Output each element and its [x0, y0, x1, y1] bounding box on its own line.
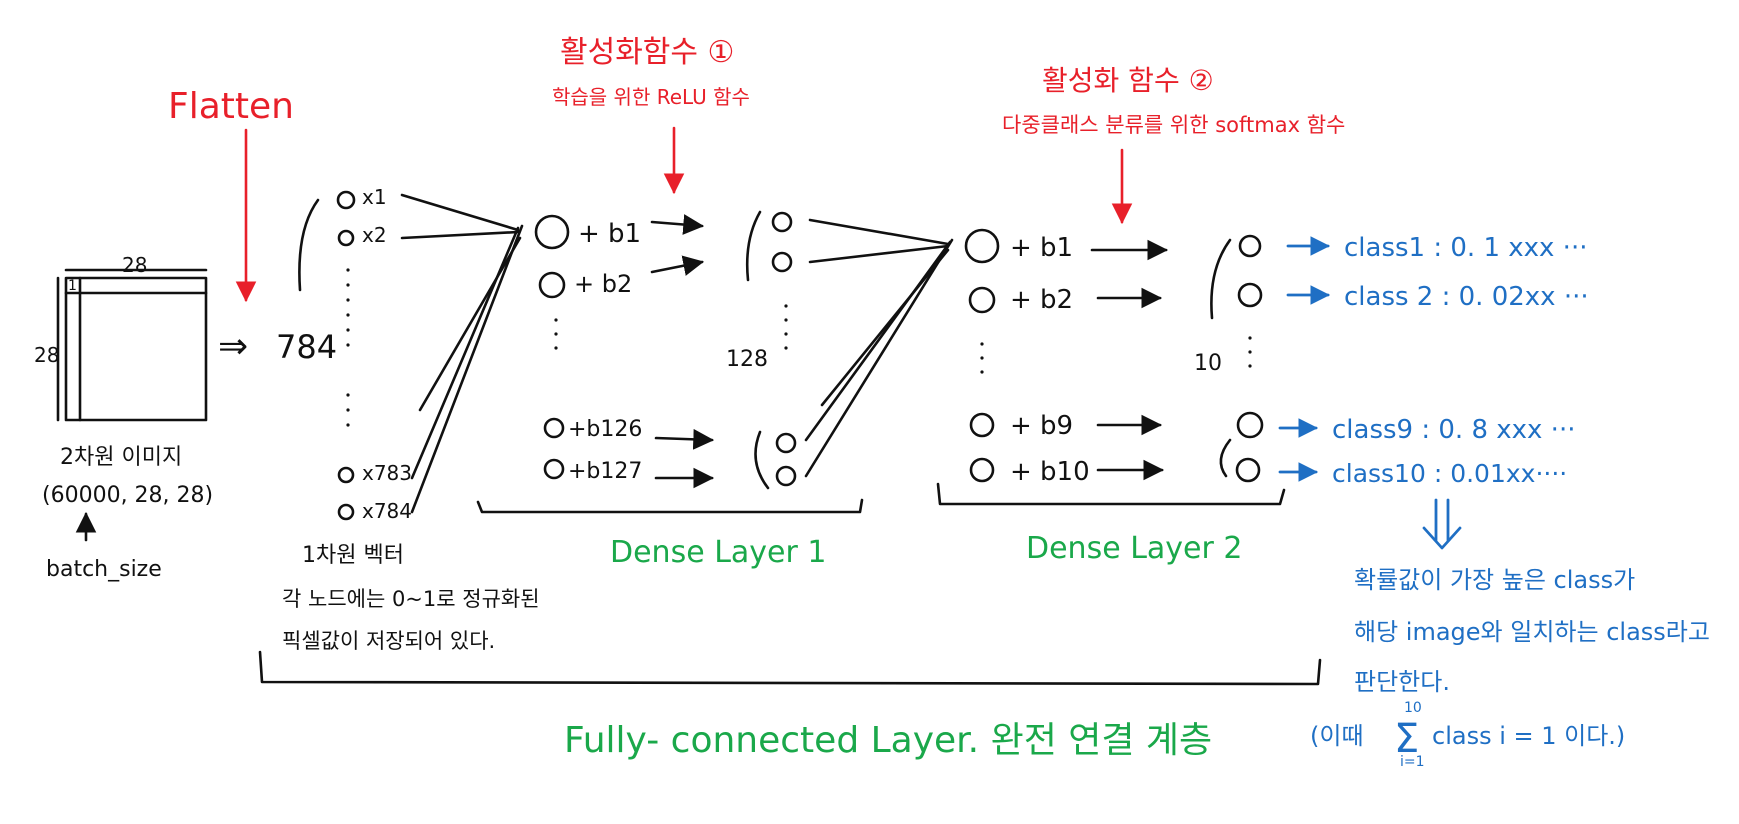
batch-size-label: batch_size [46, 557, 162, 582]
dense1-brace [476, 498, 864, 514]
output-size-label: 10 [1194, 351, 1222, 376]
conclusion-arrow [1422, 498, 1462, 550]
image-width-label: 28 [122, 253, 147, 277]
dense1-term-b126: +b126 [568, 417, 642, 442]
formula-sigma: Σ [1394, 716, 1419, 762]
output-bracket-top [1210, 238, 1232, 320]
conclusion-line3: 판단한다. [1354, 668, 1450, 696]
vector-size-label: 784 [276, 328, 337, 366]
activation2-title: 활성화 함수 ② [1042, 64, 1214, 97]
dense1-term-b127: +b127 [568, 459, 642, 484]
dense2-label: Dense Layer 2 [1026, 531, 1242, 566]
connections-input-to-dense1 [400, 193, 524, 514]
output-class1: class1 : 0. 1 xxx ··· [1344, 233, 1587, 263]
vector-desc-line2: 픽셀값이 저장되어 있다. [282, 629, 495, 653]
vector-caption: 1차원 벡터 [302, 543, 404, 568]
vector-ellipsis [346, 268, 350, 427]
node-x1: x1 [362, 185, 387, 209]
dense2-activation-arrows [1090, 239, 1169, 481]
dense2-term-b9: + b9 [1010, 411, 1073, 441]
node-x784: x784 [362, 499, 412, 523]
fc-brace [258, 650, 1322, 686]
flatten-label: Flatten [168, 86, 294, 127]
image-shape: (60000, 28, 28) [42, 483, 213, 508]
vector-desc-line1: 각 노드에는 0~1로 정규화된 [282, 587, 540, 611]
dense1-label: Dense Layer 1 [610, 535, 826, 570]
image-height-label: 28 [34, 343, 59, 367]
vector-nodes [336, 190, 356, 521]
connections-dense1-to-dense2 [804, 218, 954, 478]
dense1-term-b1: + b1 [578, 219, 641, 249]
conclusion-line1: 확률값이 가장 높은 class가 [1354, 566, 1635, 594]
dense2-brace [936, 482, 1286, 506]
dense2-term-b2: + b2 [1010, 285, 1073, 315]
output-class10: class10 : 0.01xx···· [1332, 459, 1567, 488]
formula-prefix: (이때 [1310, 722, 1364, 750]
activation2-subtitle: 다중클래스 분류를 위한 softmax 함수 [1002, 113, 1345, 137]
dense1-neurons [534, 214, 570, 480]
output-bracket-bottom [1219, 438, 1232, 478]
activation1-subtitle: 학습을 위한 ReLU 함수 [552, 85, 750, 109]
output-arrows [1278, 236, 1330, 482]
formula-body: class i = 1 이다.) [1432, 722, 1625, 750]
conclusion-line2: 해당 image와 일치하는 class라고 [1354, 618, 1710, 646]
hidden1-bracket-bottom [754, 430, 770, 490]
formula-sigma-top: 10 [1404, 700, 1422, 716]
hidden1-nodes [771, 211, 797, 487]
output-class2: class 2 : 0. 02xx ··· [1344, 282, 1589, 312]
dense2-ellipsis [980, 342, 984, 374]
hidden1-bracket-top [745, 210, 762, 282]
dense1-activation-arrows [650, 214, 715, 489]
input-image [56, 268, 208, 422]
vector-bracket [298, 198, 320, 292]
image-name: 2차원 이미지 [60, 445, 182, 470]
hidden1-size-label: 128 [726, 347, 768, 372]
dense2-term-b1: + b1 [1010, 233, 1073, 263]
node-x2: x2 [362, 223, 387, 247]
output-nodes [1235, 234, 1264, 483]
output-class9: class9 : 0. 8 xxx ··· [1332, 415, 1575, 445]
dense2-neurons [964, 228, 1000, 483]
activation1-title: 활성화함수 ① [560, 35, 734, 70]
dense2-term-b10: + b10 [1010, 457, 1090, 487]
node-x783: x783 [362, 461, 412, 485]
output-ellipsis [1248, 336, 1252, 368]
image-corner-label: 1 [68, 278, 77, 294]
fc-label: Fully- connected Layer. 완전 연결 계층 [564, 720, 1212, 761]
formula-sigma-bottom: i=1 [1400, 754, 1425, 770]
hidden1-ellipsis [784, 304, 788, 350]
dense1-term-b2: + b2 [574, 270, 632, 298]
flatten-arrow-glyph: ⇒ [218, 326, 248, 367]
dense1-ellipsis [554, 318, 558, 350]
